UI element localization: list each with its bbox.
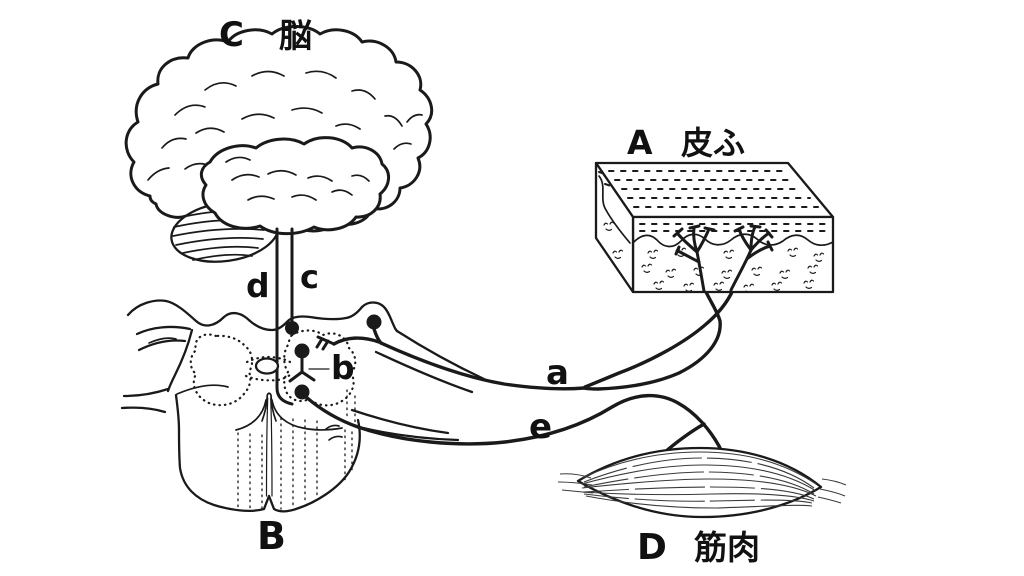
sensory-terminal [332, 336, 381, 346]
label-skin-letter: A [627, 123, 653, 162]
label-path-c: c [300, 258, 319, 296]
dorsal-root-stub-lower [137, 339, 187, 352]
label-brain-name: 脳 [279, 16, 312, 55]
temporal-lobe-outline [199, 136, 390, 236]
cord-left-edge [166, 328, 194, 393]
motor-fiber [304, 393, 729, 464]
spinal-cord-illustration [120, 299, 486, 513]
skin-top-face [594, 161, 835, 219]
label-skin-name: 皮ふ [681, 124, 745, 162]
cord-dotted-columns [237, 389, 356, 510]
sensory-fiber-1 [582, 290, 722, 391]
gray-matter-outline [189, 329, 357, 407]
labels: C 脳 A 皮ふ B D 筋肉 a b c d e [219, 15, 760, 568]
nerve-cut-marks [325, 424, 343, 441]
label-path-e: e [529, 407, 552, 447]
fissure-flare-right [271, 399, 343, 431]
label-brain-letter: C [219, 15, 244, 55]
skin-side-face [594, 161, 635, 294]
interneuron-dot [294, 343, 310, 359]
median-spike [261, 392, 277, 422]
muscle-fibers [581, 451, 817, 509]
label-muscle-name: 筋肉 [694, 528, 760, 567]
tract-d-line [275, 227, 294, 406]
nerve-root-sheath [350, 329, 486, 442]
sensory-fiber-main [379, 341, 586, 391]
skin-side-wavy-line [598, 175, 631, 244]
cord-top-edge [126, 299, 399, 333]
label-path-d: d [246, 266, 270, 305]
ventral-root-stub-lower [120, 406, 167, 414]
epidermis-wavy-line [632, 233, 834, 248]
label-path-a: a [546, 353, 569, 393]
skin-illustration [594, 161, 835, 294]
tract-c-synapse-dot [285, 321, 299, 335]
interneuron-dendrites [288, 356, 316, 383]
cord-shoulder-left [176, 384, 229, 395]
fissure-flare-left [235, 399, 267, 431]
sensory-ganglion-dot [366, 314, 382, 330]
label-cord-letter: B [257, 514, 286, 558]
sensory-pathway-a [379, 288, 735, 391]
muscle-illustration [557, 446, 847, 519]
cord-lower-outline [174, 393, 361, 513]
central-canal [254, 357, 280, 375]
skin-receptor-tree-1 [672, 224, 716, 293]
label-muscle-letter: D [637, 527, 667, 568]
dorsal-root-stub-fold [148, 337, 177, 344]
dorsal-root-stub [135, 325, 192, 336]
skin-receptor-tree-2 [729, 224, 774, 292]
temporal-lobe-gyri [225, 156, 370, 201]
sensory-terminal-fork [315, 335, 336, 351]
spinal-tracts [275, 227, 299, 406]
muscle-tendon-lines [557, 473, 847, 504]
cerebrum-gyri [147, 70, 423, 181]
sensory-fiber-2 [583, 288, 735, 389]
skin-front-face [631, 215, 835, 294]
median-fissure-lines [265, 397, 273, 497]
label-path-b: b [331, 348, 355, 387]
skin-surface-dashes [598, 170, 828, 232]
brain-illustration [124, 25, 434, 263]
ventral-root-stub [122, 387, 170, 398]
